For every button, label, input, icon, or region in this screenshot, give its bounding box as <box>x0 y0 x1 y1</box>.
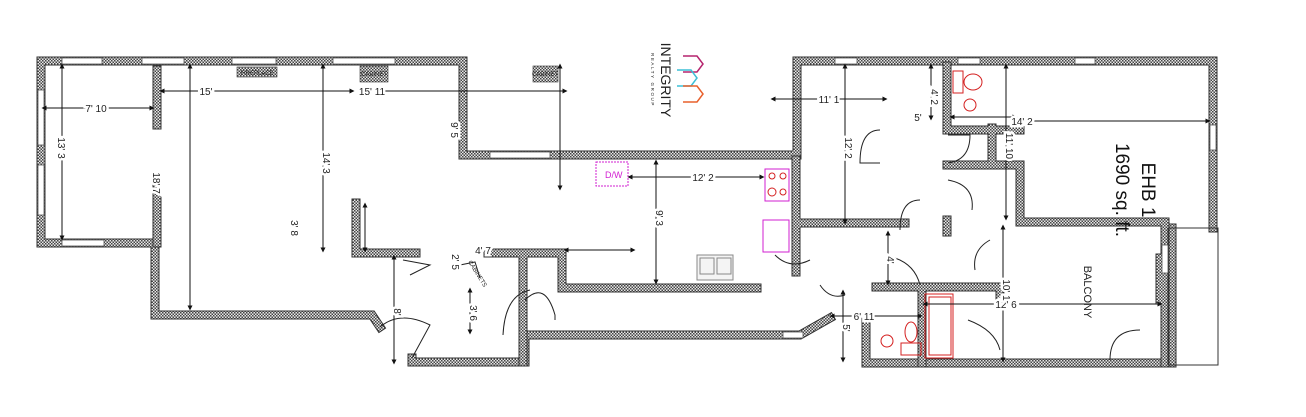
refrigerator <box>762 219 790 253</box>
cabinets-label: CABINETS <box>466 260 487 289</box>
dishwasher <box>595 161 629 187</box>
balcony-label: BALCONY <box>1081 266 1093 319</box>
dim-dining-depth: 14' 3 <box>320 152 331 174</box>
dim-living-depth: 18' 7 <box>150 172 161 194</box>
dim-bedroom3-depth: 10' 1 <box>1000 279 1011 301</box>
dim-kitchen-depth: 9' 3 <box>653 210 664 226</box>
dim-kitchen-width: 12' 2 <box>692 173 714 184</box>
dimension-lines <box>41 63 1211 365</box>
walls <box>36 56 1219 368</box>
half-bath-fixtures <box>952 70 983 112</box>
dim-half-bath-width: 5' <box>914 113 922 124</box>
fireplace <box>236 66 278 78</box>
integrity-logo: INTEGRITY REALTY GROUP <box>650 43 704 118</box>
dim-bath-width: 6' 11 <box>854 312 875 323</box>
dim-bedroom3-width: 12' 6 <box>995 300 1017 311</box>
cabinet-label: CABINET <box>532 72 558 78</box>
kitchen-sink <box>696 254 734 281</box>
dim-bay-depth: 13' 3 <box>55 137 66 159</box>
fireplace-label: FIREPLACE <box>240 71 273 77</box>
dim-half-bath-depth: 4' 2 <box>928 89 939 105</box>
dim-bedroom1-width: 11' 1 <box>819 95 840 106</box>
dim-hall2: 4' <box>884 256 895 264</box>
unit-area: 1690 sq. ft. <box>1111 143 1132 237</box>
dim-bath-depth: 5' <box>840 324 851 332</box>
dim-foyer: 8' <box>391 308 402 316</box>
dim-pantry-width: 4' 7 <box>475 246 491 257</box>
dim-bedroom1-depth: 12' 2 <box>842 137 853 159</box>
bathroom-fixtures <box>880 293 954 359</box>
dim-bedroom2-depth: 11' 10 <box>1003 133 1014 160</box>
stove <box>764 168 790 202</box>
doors <box>379 129 1141 361</box>
dim-bedroom2-width: 14' 2 <box>1011 117 1033 128</box>
cabinet-label: CABINET <box>361 72 387 78</box>
dishwasher-label: D/W <box>605 170 623 180</box>
logo-tagline: REALTY GROUP <box>650 53 655 107</box>
dim-hall-width: 3' 6 <box>467 305 478 321</box>
logo-name: INTEGRITY <box>658 43 674 118</box>
windows <box>37 57 1217 339</box>
dim-dining-alcove: 9' 5 <box>448 122 459 138</box>
dim-partition: 3' 8 <box>288 220 299 236</box>
dim-bay-width: 7' 10 <box>85 104 107 115</box>
unit-title: EHB 1 <box>1137 163 1158 218</box>
dim-living-width: 15' <box>199 87 212 98</box>
cabinet <box>359 65 389 83</box>
dim-pantry-depth: 2' 5 <box>449 254 460 270</box>
dimension-labels: 7' 10 13' 3 15' 15' 11 18' 7 14' 3 9' 5 … <box>53 85 1036 335</box>
dim-dining-width: 15' 11 <box>359 87 386 98</box>
